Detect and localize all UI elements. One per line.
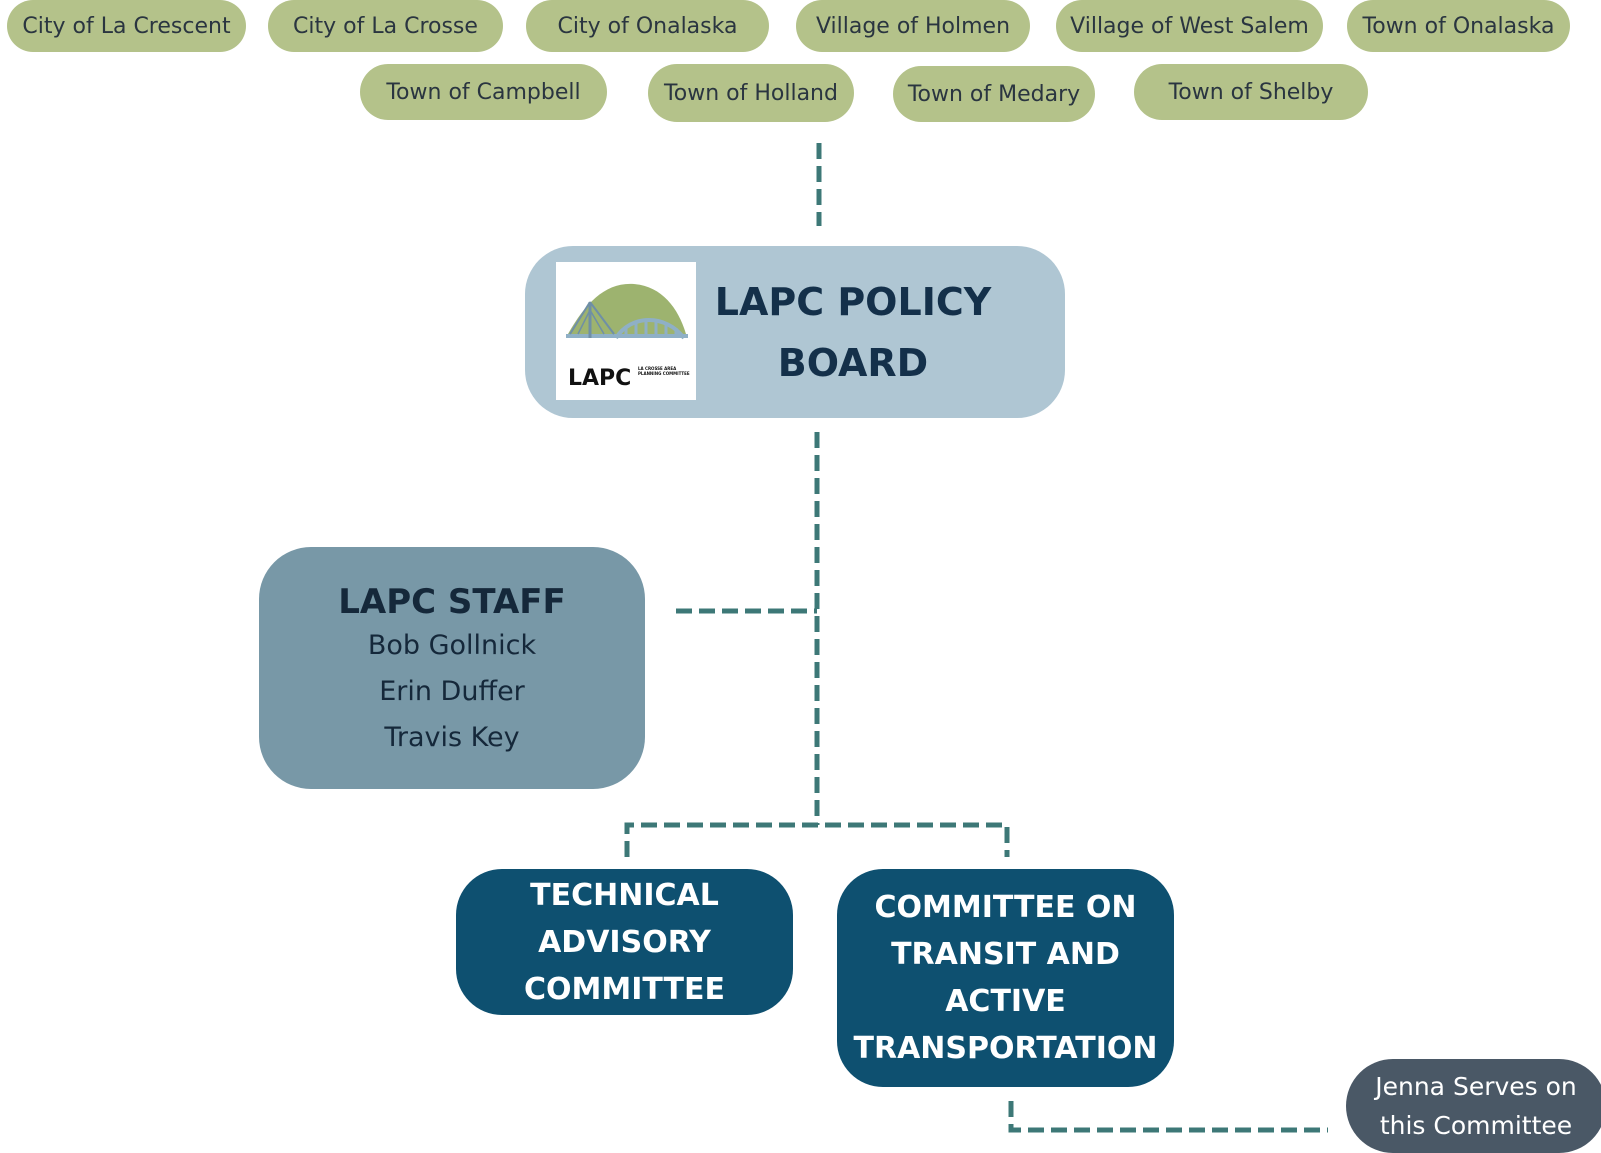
hill-bridge-logo-icon	[566, 283, 688, 340]
committee-label-line: TRANSPORTATION	[853, 1031, 1158, 1066]
note-connector	[1008, 1101, 1328, 1133]
member-pill-town-of-campbell: Town of Campbell	[360, 64, 607, 120]
committee-label-line: TECHNICAL	[530, 877, 719, 913]
logo-wordmark: LAPC	[568, 366, 632, 391]
member-pill-town-of-holland: Town of Holland	[648, 64, 854, 122]
note-line1: Jenna Serves on	[1375, 1072, 1577, 1101]
member-pill-village-of-west-salem: Village of West Salem	[1056, 0, 1323, 52]
member-pill-city-of-la-crosse: City of La Crosse	[268, 0, 503, 52]
staff-box: LAPC STAFF Bob Gollnick Erin Duffer Trav…	[259, 547, 645, 789]
staff-member: Travis Key	[384, 722, 520, 753]
note-line2: this Committee	[1379, 1111, 1573, 1140]
staff-title: LAPC STAFF	[338, 582, 566, 622]
committees-branch-connector	[624, 822, 1010, 857]
policy-board-box: LAPC LA CROSSE AREA PLANNING COMMITTEE L…	[525, 246, 1065, 418]
committee-label-line: COMMITTEE	[524, 971, 725, 1007]
committee-label-line: ADVISORY	[538, 924, 711, 960]
member-pill-city-of-la-crescent: City of La Crescent	[7, 0, 246, 52]
committee-label-line: COMMITTEE ON	[874, 890, 1137, 925]
policy-board-title-line1: LAPC POLICY	[714, 280, 992, 324]
policy-board-title: LAPC POLICY BOARD	[703, 272, 1003, 394]
member-pill-town-of-onalaska: Town of Onalaska	[1347, 0, 1570, 52]
lapc-logo: LAPC LA CROSSE AREA PLANNING COMMITTEE	[556, 262, 696, 400]
committee-member-note: Jenna Serves on this Committee	[1346, 1059, 1601, 1153]
member-pill-town-of-medary: Town of Medary	[893, 66, 1095, 122]
committee-label-line: TRANSIT AND	[891, 937, 1120, 972]
member-pill-village-of-holmen: Village of Holmen	[796, 0, 1030, 52]
policy-board-title-line2: BOARD	[777, 341, 929, 385]
technical-advisory-committee-box: TECHNICAL ADVISORY COMMITTEE	[456, 869, 793, 1015]
staff-member: Bob Gollnick	[367, 630, 537, 661]
member-pill-city-of-onalaska: City of Onalaska	[526, 0, 769, 52]
logo-subtext: LA CROSSE AREA PLANNING COMMITTEE	[638, 366, 690, 376]
transit-committee-box: COMMITTEE ON TRANSIT AND ACTIVE TRANSPOR…	[837, 869, 1174, 1087]
committee-label-line: ACTIVE	[945, 984, 1066, 1019]
staff-member: Erin Duffer	[379, 676, 525, 707]
member-pill-town-of-shelby: Town of Shelby	[1134, 64, 1368, 120]
